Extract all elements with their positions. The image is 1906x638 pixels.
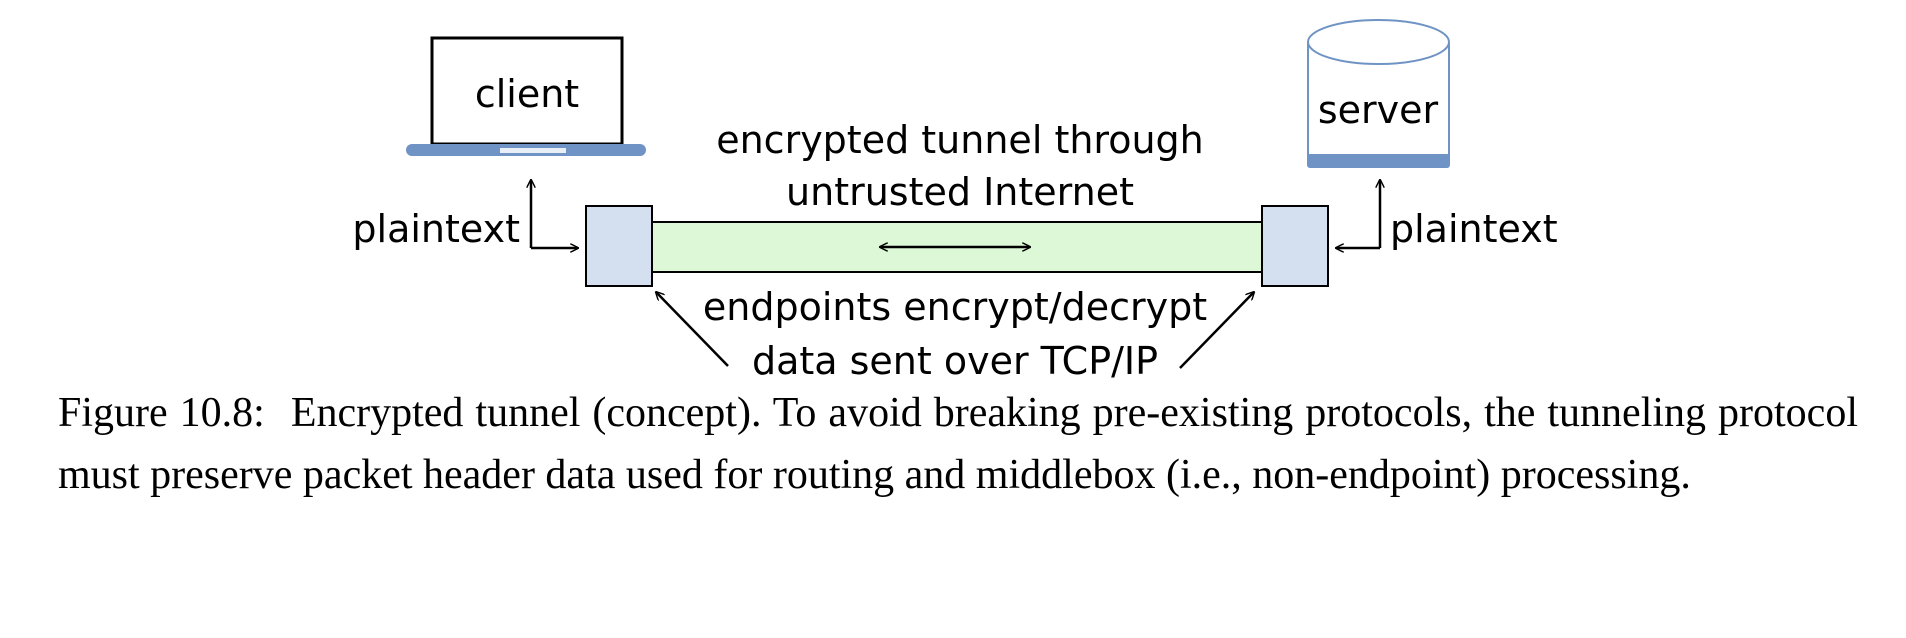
plaintext-right-label: plaintext bbox=[1390, 207, 1558, 251]
server-top bbox=[1307, 19, 1450, 65]
tunnel-diagram: client server encrypted tunnel through u… bbox=[352, 19, 1558, 380]
server-base bbox=[1307, 154, 1450, 168]
endpoints-pointer-right bbox=[1179, 292, 1254, 369]
laptop-screen bbox=[430, 36, 624, 146]
figure-label: Figure 10.8: bbox=[58, 390, 265, 436]
laptop-trackpad bbox=[500, 148, 566, 153]
endpoints-label-line2: data sent over TCP/IP bbox=[752, 339, 1158, 380]
endpoints-label-line1: endpoints encrypt/decrypt bbox=[703, 285, 1207, 329]
plaintext-left-label: plaintext bbox=[352, 207, 520, 251]
tunnel-label-line1: encrypted tunnel through bbox=[716, 118, 1204, 162]
left-endpoint-box bbox=[585, 205, 653, 287]
right-endpoint-box bbox=[1261, 205, 1329, 287]
client-label: client bbox=[475, 72, 579, 116]
endpoints-pointer-left bbox=[656, 292, 729, 367]
server-label: server bbox=[1318, 88, 1439, 132]
server-cylinder-icon bbox=[1307, 19, 1450, 168]
figure-caption: Figure 10.8: Encrypted tunnel (concept).… bbox=[58, 382, 1858, 506]
caption-text: Encrypted tunnel (concept). To avoid bre… bbox=[58, 390, 1858, 498]
tunnel-label-line2: untrusted Internet bbox=[786, 170, 1134, 214]
client-laptop-icon bbox=[406, 36, 646, 156]
